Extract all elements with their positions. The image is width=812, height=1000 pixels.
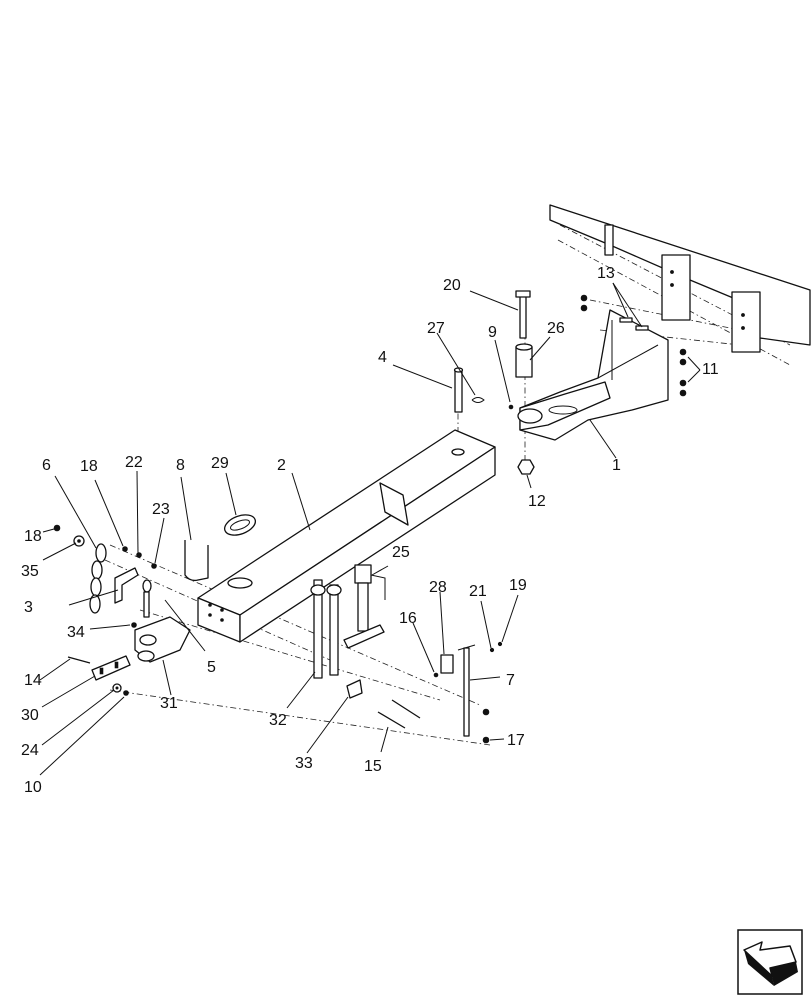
hitch-pin [453, 367, 464, 413]
callout-23: 23 [152, 501, 170, 518]
callout-5: 5 [207, 659, 216, 676]
callout-9: 9 [488, 324, 497, 341]
small-hardware [53, 524, 503, 744]
callout-18-left: 18 [24, 528, 42, 545]
callout-19: 19 [509, 577, 527, 594]
callout-7: 7 [506, 672, 515, 689]
callout-32: 32 [269, 712, 287, 729]
clevis-pin [142, 579, 152, 618]
mounting-plate [91, 655, 131, 681]
hitch-clevis [134, 616, 191, 663]
hitch-mount-bracket [517, 309, 669, 441]
mounting-bolts [377, 699, 421, 729]
callout-11: 11 [702, 361, 719, 378]
callout-35: 35 [21, 563, 39, 580]
lock-nut [517, 459, 535, 475]
bracket-hardware [508, 294, 687, 410]
callout-16: 16 [399, 610, 417, 627]
callout-21: 21 [469, 583, 487, 600]
callout-33: 33 [295, 755, 313, 772]
callout-17: 17 [507, 732, 525, 749]
callout-22: 22 [125, 454, 143, 471]
arrow-back-icon[interactable] [737, 929, 803, 995]
callout-28: 28 [429, 579, 447, 596]
retaining-clip [471, 397, 485, 403]
mount-bolt [515, 290, 531, 339]
callout-13: 13 [597, 265, 615, 282]
hitch-tongue [197, 429, 496, 643]
callout-15: 15 [364, 758, 382, 775]
callout-20: 20 [443, 277, 461, 294]
callout-31: 31 [160, 695, 178, 712]
callout-8: 8 [176, 457, 185, 474]
callout-34: 34 [67, 624, 85, 641]
clevis-bracket [114, 567, 139, 604]
chain-clip [346, 679, 363, 699]
jack-stand [440, 644, 476, 737]
callout-4: 4 [378, 349, 387, 366]
callout-18-top: 18 [80, 458, 98, 475]
safety-chain [89, 543, 107, 614]
u-bolt [184, 540, 209, 582]
callout-3: 3 [24, 599, 33, 616]
callout-27: 27 [427, 320, 445, 337]
safety-chain-bracket [310, 579, 342, 679]
leader-lines [39, 282, 701, 776]
callout-29: 29 [211, 455, 229, 472]
callout-24: 24 [21, 742, 39, 759]
callout-labels: 1 2 3 4 5 6 7 8 9 10 11 12 13 14 15 16 1… [21, 265, 719, 796]
tongue-jack [343, 564, 386, 649]
callout-12: 12 [528, 493, 546, 510]
safety-ring [224, 514, 256, 536]
implement-frame-section [549, 204, 811, 353]
callout-6: 6 [42, 457, 51, 474]
callout-1: 1 [612, 457, 621, 474]
callout-2: 2 [277, 457, 286, 474]
callout-26: 26 [547, 320, 565, 337]
mount-bushing [515, 343, 533, 378]
callout-10: 10 [24, 779, 42, 796]
callout-14: 14 [24, 672, 42, 689]
callout-25: 25 [392, 544, 410, 561]
callout-30: 30 [21, 707, 39, 724]
plate-bolt [67, 656, 91, 664]
